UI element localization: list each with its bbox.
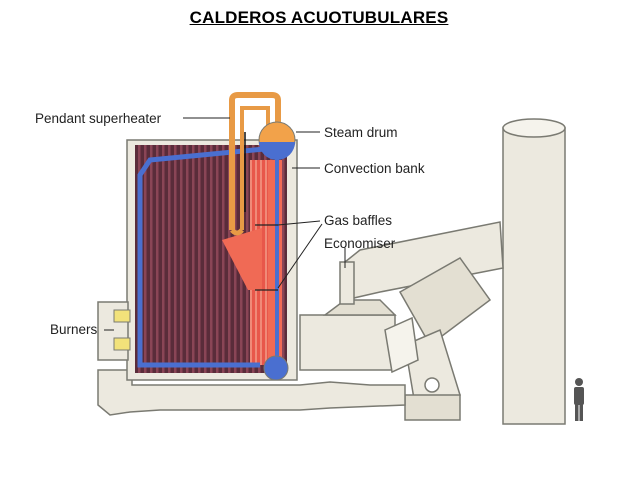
human-figure-icon — [574, 378, 584, 421]
pendant-superheater — [229, 92, 281, 236]
chimney-stack — [502, 118, 566, 425]
economiser-unit — [299, 261, 419, 374]
leader-gas-baffles-1 — [277, 220, 321, 226]
leader-gas-baffles-2 — [277, 223, 323, 289]
label-convection-bank: Convection bank — [324, 161, 425, 176]
gas-baffles — [255, 224, 278, 291]
water-wall-pipes — [137, 145, 279, 368]
label-gas-baffles: Gas baffles — [324, 213, 392, 228]
flue-duct — [344, 221, 504, 421]
page-title: CALDEROS ACUOTUBULARES — [189, 8, 449, 27]
air-duct — [97, 369, 406, 416]
steam-drum — [258, 121, 296, 160]
burners — [97, 301, 131, 361]
label-economiser: Economiser — [324, 236, 396, 251]
label-pendant-superheater: Pendant superheater — [35, 111, 162, 126]
label-burners: Burners — [50, 322, 98, 337]
boiler-casing — [126, 139, 298, 381]
label-steam-drum: Steam drum — [324, 125, 398, 140]
mud-drum — [263, 355, 289, 381]
